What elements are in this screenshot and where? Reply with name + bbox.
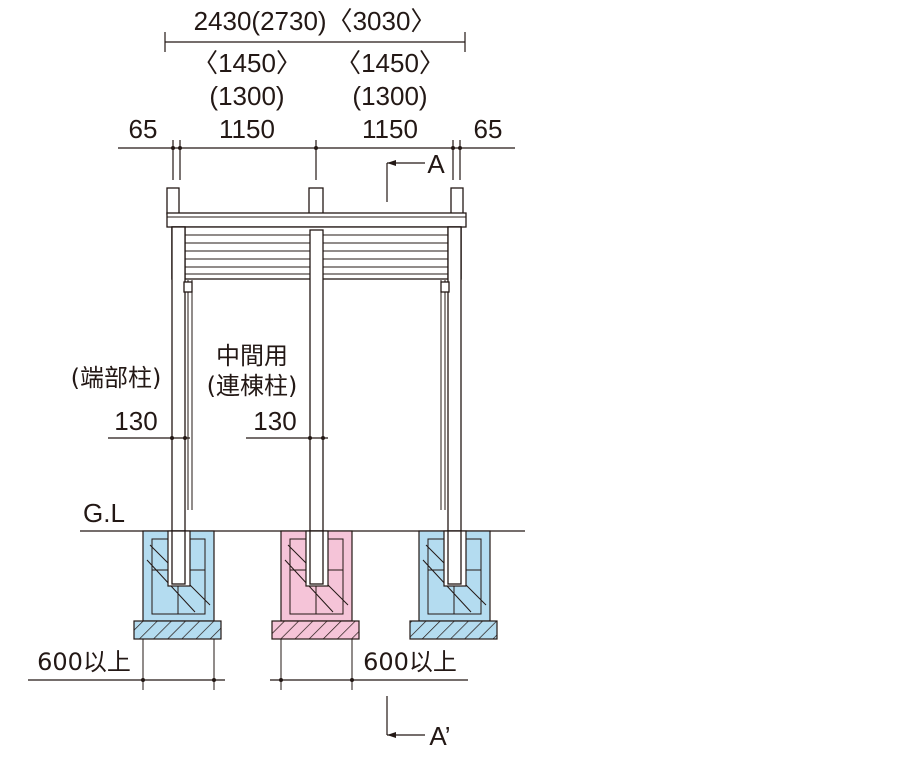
ground-level-label: G.L bbox=[83, 498, 125, 528]
footing-left bbox=[133, 530, 222, 640]
bay-left-large-label: 〈1450〉 bbox=[192, 48, 302, 78]
mid-post-label-1: 中間用 bbox=[216, 342, 288, 370]
section-a-prime-label: A’ bbox=[429, 721, 450, 751]
overhang-right-label: 65 bbox=[474, 114, 503, 144]
mid-post-width-label: 130 bbox=[253, 406, 296, 436]
posts bbox=[171, 226, 462, 588]
footing-right bbox=[409, 530, 498, 640]
post-labels: (端部柱) 中間用 (連棟柱) 130 130 bbox=[71, 342, 328, 440]
bay-right-mid-label: (1300) bbox=[352, 81, 427, 111]
footing-dimensions: 600以上 600以上 bbox=[28, 639, 468, 690]
section-marker-a: A bbox=[386, 149, 445, 202]
footing-width-mid-label: 600以上 bbox=[363, 648, 457, 676]
overall-width-label: 2430(2730)〈3030〉 bbox=[194, 6, 437, 36]
section-marker-a-prime: A’ bbox=[386, 696, 451, 751]
mid-post-label-2: (連棟柱) bbox=[207, 372, 298, 400]
end-post-width-label: 130 bbox=[114, 406, 157, 436]
bay-left-mid-label: (1300) bbox=[209, 81, 284, 111]
footing-middle bbox=[271, 530, 360, 640]
overhang-left-label: 65 bbox=[129, 114, 158, 144]
bay-left-std-label: 1150 bbox=[219, 114, 275, 144]
bay-right-std-label: 1150 bbox=[362, 114, 418, 144]
bay-right-large-label: 〈1450〉 bbox=[335, 48, 445, 78]
top-dimensions: 2430(2730)〈3030〉 〈1450〉 〈1450〉 (1300) (1… bbox=[118, 6, 515, 180]
footing-width-left-label: 600以上 bbox=[37, 648, 131, 676]
end-post-label: (端部柱) bbox=[71, 364, 162, 392]
section-a-label: A bbox=[427, 149, 445, 179]
